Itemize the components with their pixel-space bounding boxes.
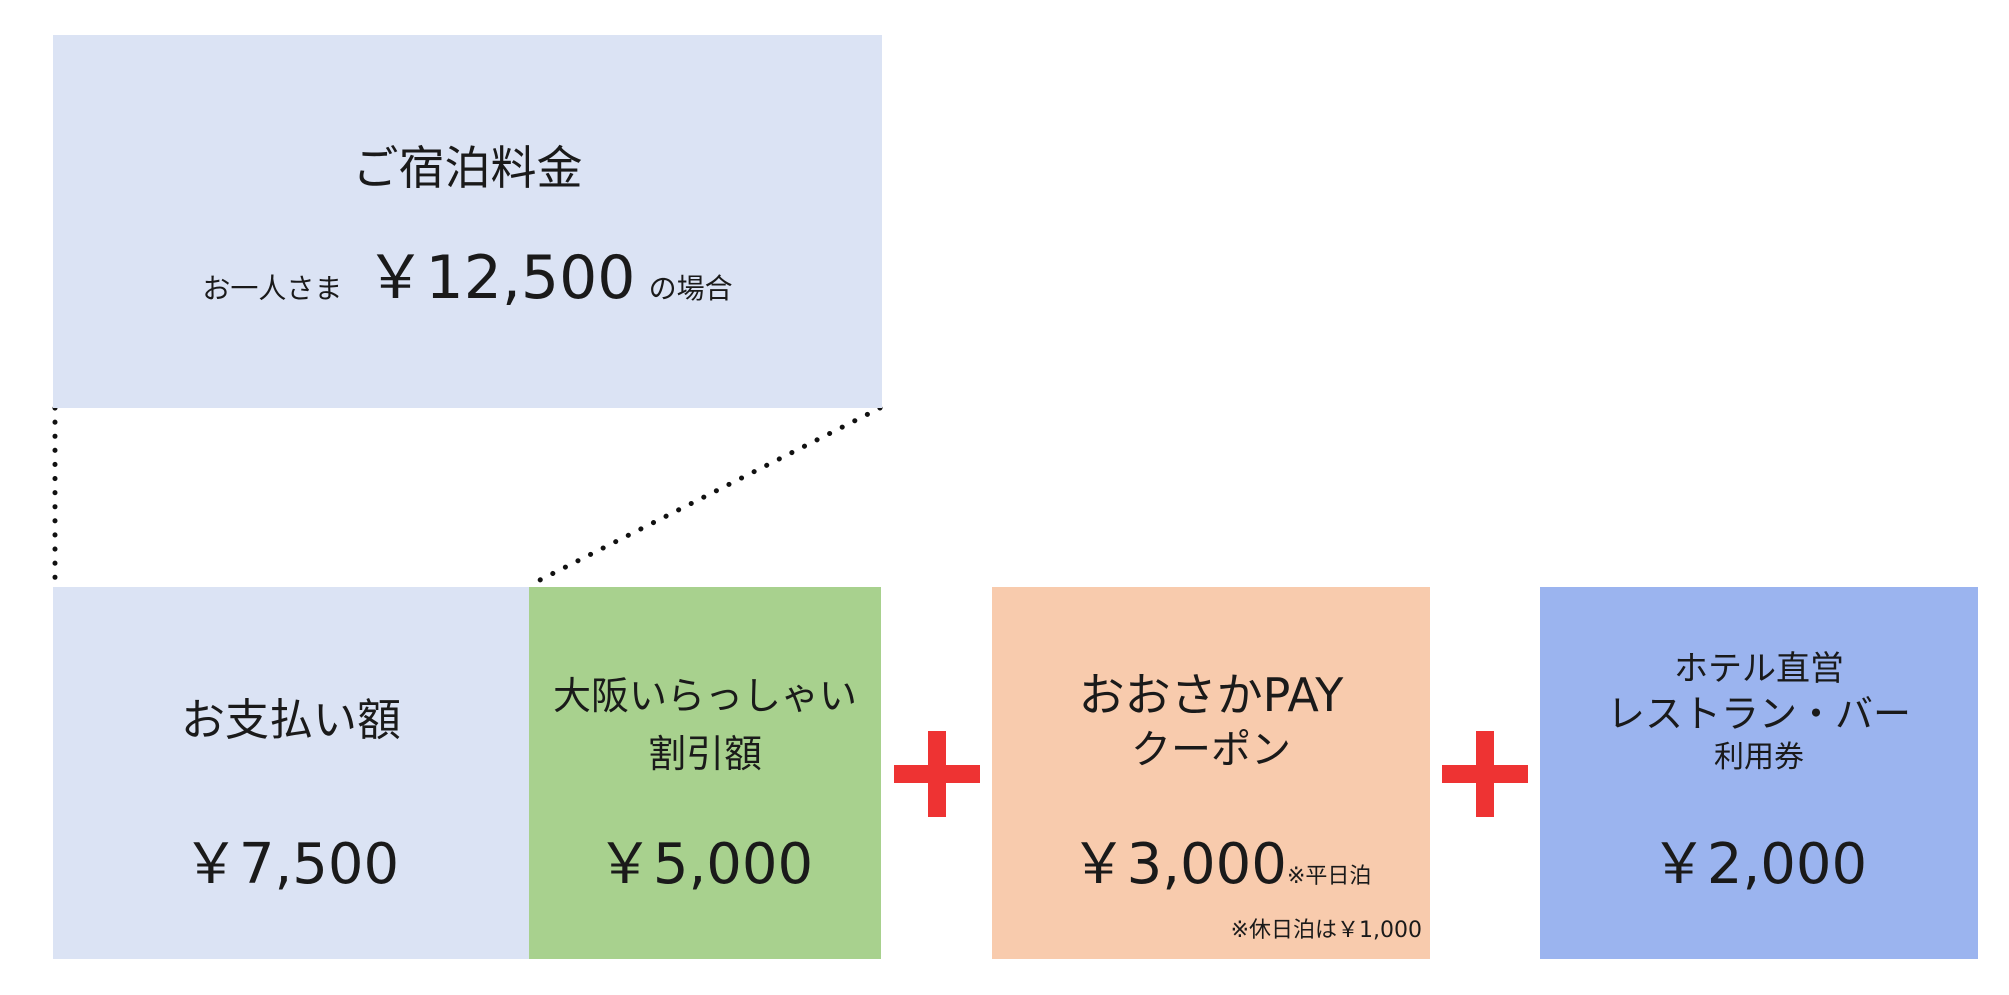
restaurant-label-line1: ホテル直営 [1674, 649, 1844, 689]
restaurant-bar-voucher-box: ホテル直営 レストラン・バー 利用券 ￥2,000 [1540, 587, 1978, 959]
per-person-label: お一人さま [202, 272, 343, 305]
coupon-label-line1: おおさかPAY [1078, 668, 1344, 722]
discount-label-line2: 割引額 [647, 732, 762, 776]
restaurant-label-line3: 利用券 [1714, 740, 1804, 775]
discount-label-line1: 大阪いらっしゃい [552, 674, 857, 718]
accommodation-rate-box: ご宿泊料金 お一人さま ￥12,500 の場合 [53, 35, 882, 408]
osaka-pay-coupon-box: おおさかPAY クーポン ￥3,000※平日泊 ※休日泊は￥1,000 [992, 587, 1430, 959]
restaurant-label-line2: レストラン・バー [1606, 692, 1911, 736]
plus-icon [1442, 731, 1528, 817]
coupon-amount-note: ※平日泊 [1286, 864, 1372, 889]
payment-amount: ￥7,500 [182, 832, 400, 897]
plus-icon [894, 731, 980, 817]
rate-price-line: お一人さま ￥12,500 の場合 [53, 248, 882, 308]
coupon-amount: ￥3,000 [1070, 832, 1287, 897]
restaurant-amount: ￥2,000 [1650, 832, 1868, 897]
rate-suffix: の場合 [648, 272, 733, 305]
rate-price: ￥12,500 [365, 243, 636, 313]
payment-label: お支払い額 [181, 695, 401, 746]
coupon-holiday-note: ※休日泊は￥1,000 [1230, 918, 1422, 943]
coupon-label-line2: クーポン [1131, 727, 1291, 773]
coupon-amount-line: ￥3,000※平日泊 [992, 837, 1430, 893]
payment-amount-box: お支払い額 ￥7,500 [53, 587, 529, 959]
connector-line-right [527, 405, 883, 588]
rate-title: ご宿泊料金 [352, 141, 583, 195]
discount-amount: ￥5,000 [596, 832, 814, 897]
osaka-irasshai-discount-box: 大阪いらっしゃい 割引額 ￥5,000 [529, 587, 881, 959]
